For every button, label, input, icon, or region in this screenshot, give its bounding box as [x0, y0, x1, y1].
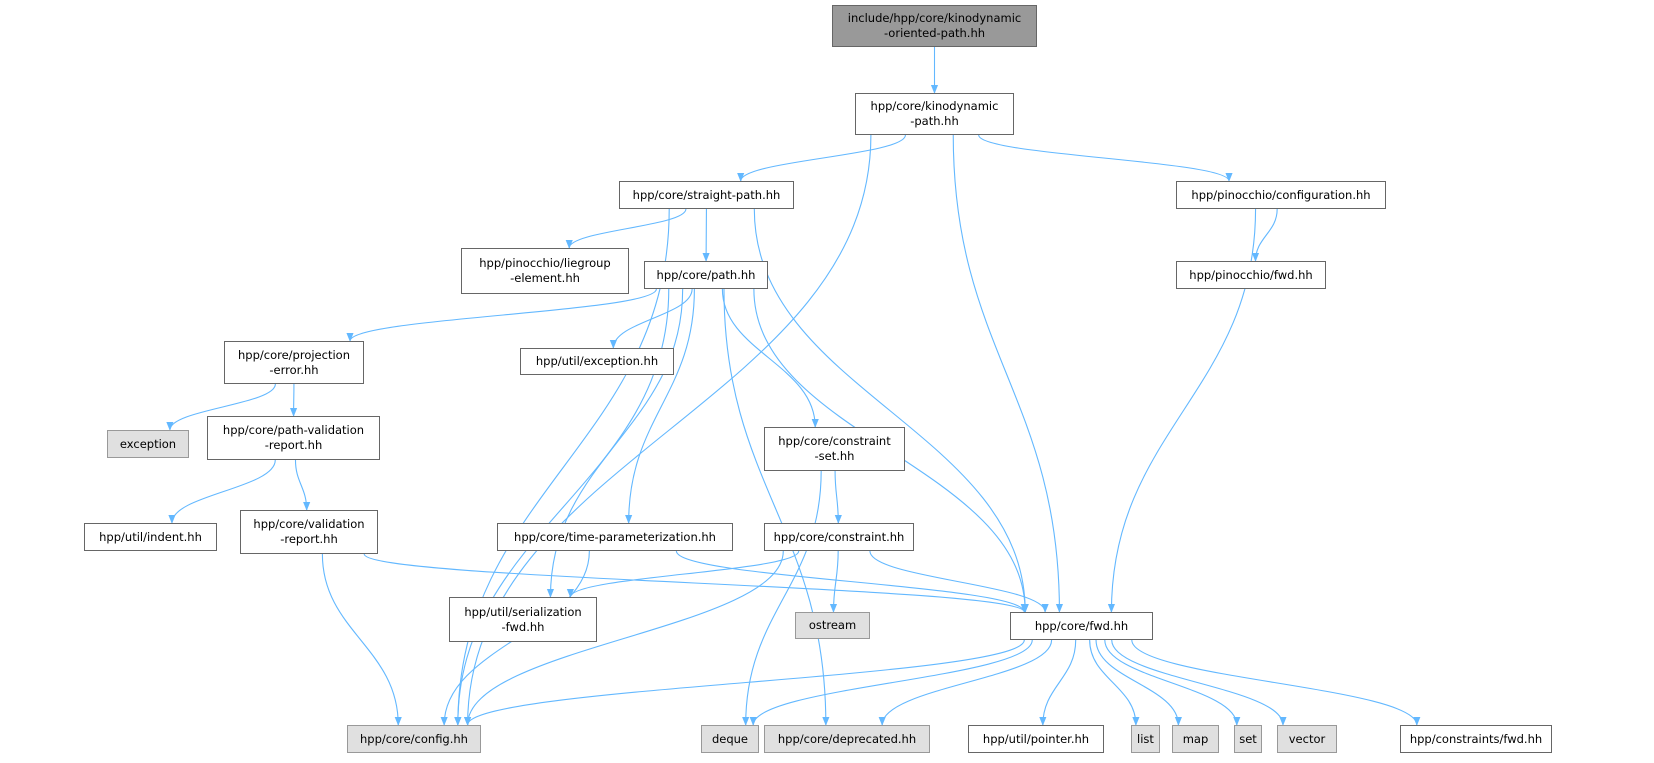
edge-valrep-to-config [321, 553, 402, 726]
edge-path-to-timeparam [625, 288, 695, 524]
node-pathval[interactable]: hpp/core/path-validation-report.hh [207, 416, 380, 460]
edge-fwd-to-constraintsfwd [1131, 639, 1421, 726]
node-label: -fwd.hh [501, 619, 545, 634]
node-label: -report.hh [264, 438, 323, 452]
node-label: hpp/util/exception.hh [535, 354, 659, 368]
node-label: hpp/pinocchio/fwd.hh [1189, 267, 1313, 282]
edge-constraint-to-serialization [566, 550, 800, 598]
node-label: -set.hh [814, 449, 855, 463]
edge-path-to-projection [346, 288, 657, 342]
node-label: hpp/core/validation [253, 517, 365, 531]
node-liegroup[interactable]: hpp/pinocchio/liegroup-element.hh [461, 248, 629, 294]
node-label: hpp/core/fwd.hh [1034, 618, 1129, 633]
node-label: hpp/core/constraint [778, 434, 891, 448]
node-deprecated[interactable]: hpp/core/deprecated.hh [764, 725, 930, 753]
node-label: hpp/core/time-parameterization.hh [514, 529, 716, 544]
node-root: include/hpp/core/kinodynamic-oriented-pa… [832, 5, 1037, 47]
node-label: include/hpp/core/kinodynamic [847, 11, 1022, 25]
node-label: list [1137, 731, 1154, 746]
edge-straight-to-fwd [753, 208, 1029, 613]
edge-constraint-to-ostream [829, 550, 839, 613]
edge-path-to-deprecated [723, 288, 830, 726]
node-label: hpp/core/path-validation [222, 423, 365, 437]
node-serialization[interactable]: hpp/util/serialization-fwd.hh [449, 597, 597, 642]
edge-pathval-to-valrep [294, 459, 311, 511]
node-label: hpp/pinocchio/configuration.hh [1191, 187, 1371, 202]
node-deque[interactable]: deque [701, 725, 759, 753]
node-path[interactable]: hpp/core/path.hh [644, 261, 768, 289]
node-label: set [1239, 731, 1257, 746]
edge-constraint-to-fwd [869, 550, 1049, 613]
edge-pathval-to-indent [168, 459, 276, 524]
edge-fwd-to-vector [1111, 639, 1287, 726]
edge-constraintset-to-constraint [834, 470, 842, 524]
edge-fwd-to-deque [749, 639, 1033, 726]
node-valrep[interactable]: hpp/core/validation-report.hh [240, 510, 378, 554]
node-projection[interactable]: hpp/core/projection-error.hh [224, 341, 364, 384]
edge-fwd-to-config [464, 639, 1025, 726]
node-label: hpp/core/straight-path.hh [632, 187, 781, 202]
node-pinconf[interactable]: hpp/pinocchio/configuration.hh [1176, 181, 1386, 209]
edge-pinconf-to-pinfwd [1251, 208, 1278, 262]
node-ostream[interactable]: ostream [795, 612, 870, 639]
node-constraintsfwd[interactable]: hpp/constraints/fwd.hh [1400, 725, 1552, 753]
node-label: hpp/util/pointer.hh [982, 731, 1090, 746]
node-vector[interactable]: vector [1277, 725, 1337, 753]
node-label: deque [711, 731, 749, 746]
edge-projection-to-exception [166, 383, 276, 431]
edge-fwd-to-deprecated [878, 639, 1053, 726]
node-label: exception [119, 436, 177, 451]
node-label: hpp/constraints/fwd.hh [1409, 731, 1543, 746]
node-fwd[interactable]: hpp/core/fwd.hh [1010, 612, 1153, 640]
node-pinfwd[interactable]: hpp/pinocchio/fwd.hh [1176, 261, 1326, 289]
node-label: -path.hh [910, 114, 959, 128]
node-label: -error.hh [269, 362, 319, 377]
node-label: ostream [808, 618, 857, 632]
node-exception[interactable]: exception [107, 430, 189, 458]
node-label: -element.hh [510, 271, 580, 285]
edge-kinpath-to-pinconf [978, 134, 1233, 182]
edge-fwd-to-pointer [1039, 639, 1077, 726]
edge-path-to-constraintset [721, 288, 819, 428]
edge-path-to-utilexc [609, 288, 693, 349]
node-label: hpp/core/kinodynamic [870, 99, 999, 113]
node-timeparam[interactable]: hpp/core/time-parameterization.hh [497, 523, 733, 551]
node-constraintset[interactable]: hpp/core/constraint-set.hh [764, 427, 905, 471]
node-label: -report.hh [280, 532, 338, 546]
node-constraint[interactable]: hpp/core/constraint.hh [764, 523, 914, 551]
node-pointer[interactable]: hpp/util/pointer.hh [968, 725, 1104, 753]
edge-fwd-to-set [1104, 639, 1241, 726]
edge-straight-to-liegroup [565, 208, 687, 249]
node-map[interactable]: map [1172, 725, 1219, 753]
node-label: hpp/util/serialization [464, 604, 582, 619]
node-label: map [1182, 731, 1209, 746]
edge-timeparam-to-fwd [675, 550, 1028, 613]
node-label: hpp/core/deprecated.hh [777, 731, 917, 746]
node-kinpath[interactable]: hpp/core/kinodynamic-path.hh [855, 93, 1014, 135]
node-list[interactable]: list [1131, 725, 1160, 753]
node-label: -oriented-path.hh [883, 26, 986, 40]
edge-valrep-to-fwd [363, 553, 1028, 613]
edge-constraint-to-config [464, 550, 784, 726]
node-config[interactable]: hpp/core/config.hh [347, 725, 481, 753]
node-straight[interactable]: hpp/core/straight-path.hh [619, 181, 794, 209]
node-utilexc[interactable]: hpp/util/exception.hh [520, 348, 674, 375]
node-label: hpp/util/indent.hh [99, 529, 202, 544]
edge-kinpath-to-straight [737, 134, 906, 182]
node-label: hpp/core/constraint.hh [773, 529, 905, 544]
edge-constraintset-to-deque [742, 470, 822, 726]
edge-fwd-to-map [1095, 639, 1182, 726]
node-label: hpp/pinocchio/liegroup [479, 256, 611, 270]
edge-kinpath-to-fwd [952, 134, 1064, 613]
edge-fwd-to-list [1089, 639, 1140, 726]
node-set[interactable]: set [1234, 725, 1262, 753]
node-label: hpp/core/path.hh [656, 267, 756, 282]
node-indent[interactable]: hpp/util/indent.hh [84, 523, 217, 551]
node-label: hpp/core/projection [238, 347, 350, 362]
node-label: hpp/core/config.hh [360, 731, 468, 746]
node-label: vector [1288, 731, 1326, 746]
